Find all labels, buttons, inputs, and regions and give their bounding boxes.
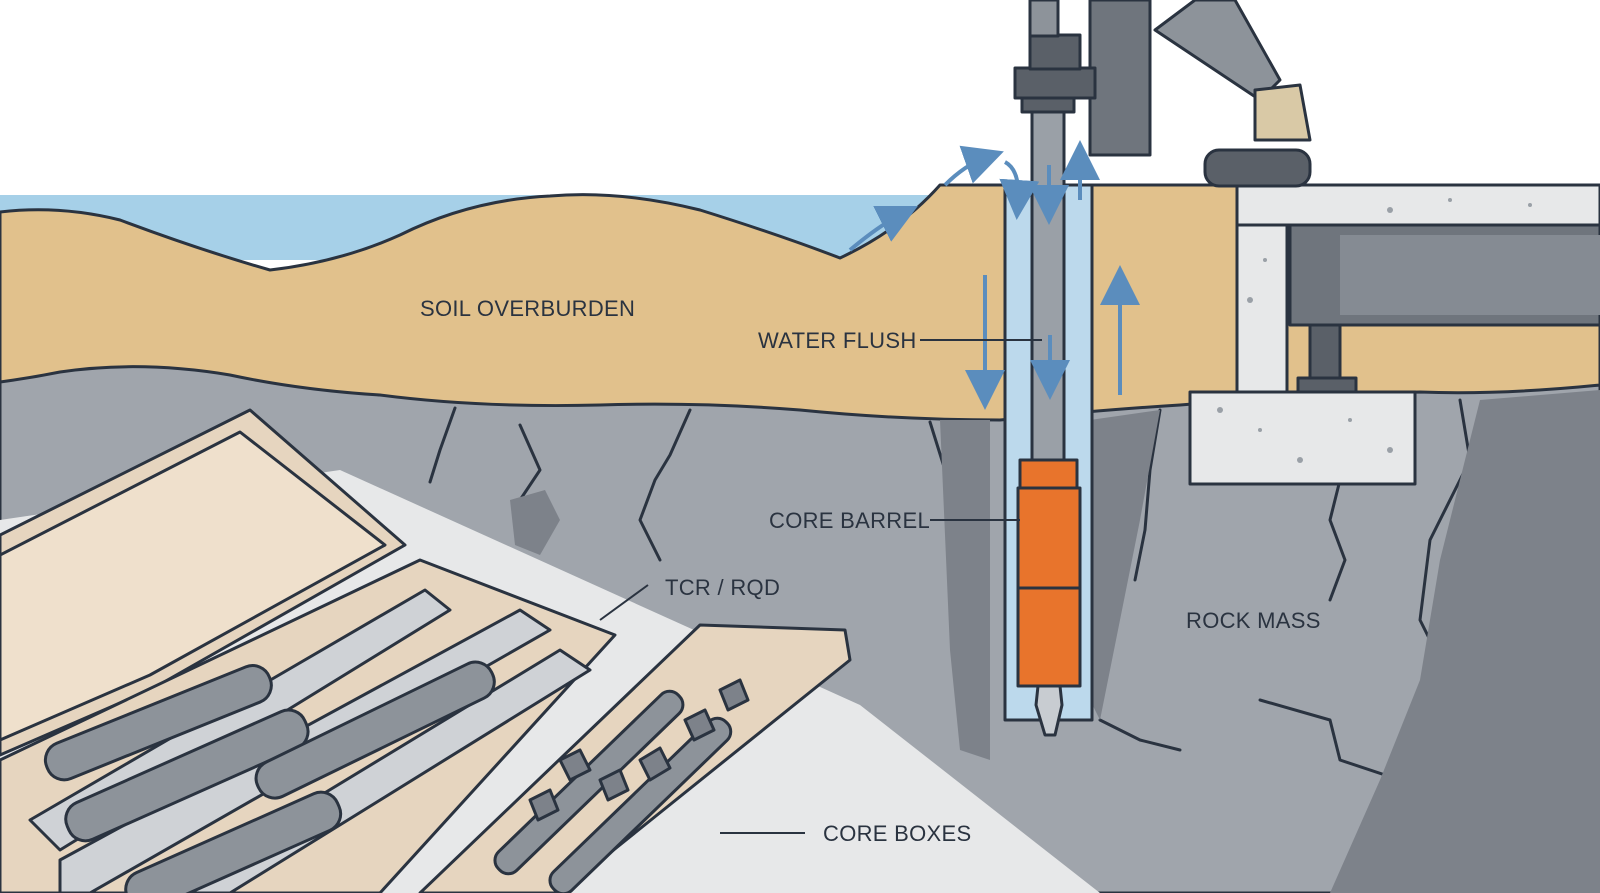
- core-box-lid: [0, 408, 407, 757]
- concrete-footing: [1188, 390, 1417, 486]
- drill-head: [1013, 66, 1097, 100]
- core-barrel-label: CORE BARREL: [769, 508, 930, 533]
- tcr-rqd-leader: [599, 584, 649, 621]
- core-barrel-top: [1018, 458, 1079, 490]
- collar: [1020, 96, 1076, 114]
- core-barrel-body: [1016, 486, 1082, 590]
- core-samples-left: [43, 660, 496, 893]
- concrete-beam: [1235, 183, 1600, 227]
- core-box-left: [0, 558, 617, 893]
- leader-lines: [599, 339, 1042, 834]
- drill-rod: [1030, 96, 1066, 475]
- drill-bit: [1034, 684, 1064, 737]
- rock-shadow-patches: [510, 390, 1600, 893]
- steel-beam-web: [1340, 235, 1600, 315]
- water-flush-arrows: [848, 140, 1140, 410]
- broken-core-fragments: [528, 678, 750, 822]
- rig-boom: [1153, 0, 1282, 102]
- surface-flow-arrow-3: [999, 160, 1040, 220]
- drill-guide: [1028, 0, 1060, 38]
- core-boxes-label: CORE BOXES: [823, 821, 971, 846]
- rig-cab: [1253, 83, 1312, 142]
- surface-flow-arrow-1: [848, 206, 918, 252]
- steel-post: [1308, 323, 1342, 382]
- core-samples-right: [493, 689, 733, 893]
- drill-chuck: [1028, 33, 1082, 71]
- drill-mast: [1088, 0, 1152, 157]
- rig-track: [1203, 148, 1312, 188]
- tcr-rqd-label: TCR / RQD: [665, 575, 780, 600]
- core-box-right: [418, 623, 852, 893]
- core-barrel-lower: [1016, 586, 1082, 688]
- water-flush-label: WATER FLUSH: [758, 328, 917, 353]
- soil-overburden-label: SOIL OVERBURDEN: [420, 296, 635, 321]
- concrete-speckles: [1217, 198, 1532, 463]
- steel-post-base: [1296, 376, 1358, 394]
- rock-mass-label: ROCK MASS: [1186, 608, 1321, 633]
- surface-flow-arrow-2: [943, 145, 1004, 187]
